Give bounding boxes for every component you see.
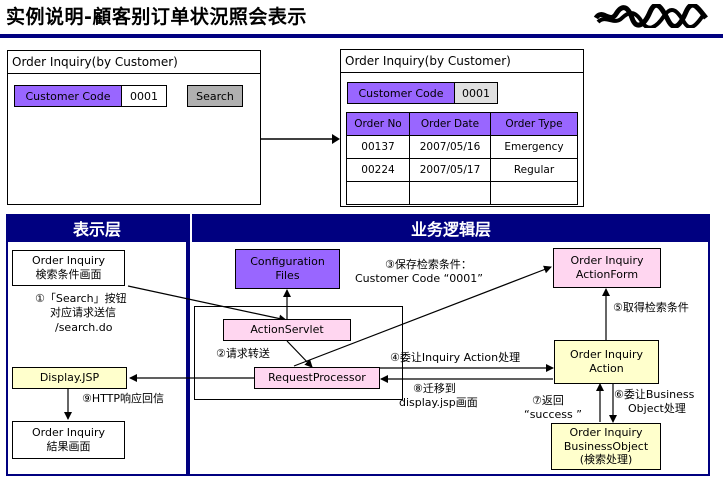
column-header: Order No [346,112,410,136]
search-screen-node: Order Inquiry 検索条件画面 [12,250,125,286]
node-line: Configuration [250,255,325,269]
label-line: “success ” [524,408,582,422]
node-line: ActionServlet [250,323,324,337]
controller-boundary [194,306,403,400]
node-line: 検索条件画面 [35,268,102,281]
redacted-scribble [593,4,708,28]
orders-table: Order No Order Date Order Type 00137 200… [346,112,578,205]
table-cell: 00137 [346,135,410,159]
screen-title: Order Inquiry(by Customer) [341,50,583,73]
table-row: 00137 2007/05/16 Emergency [346,135,578,159]
node-line: Action [589,362,624,375]
page-title: 实例说明-顧客别订单状況照会表示 [6,6,307,28]
node-line: RequestProcessor [268,371,366,385]
screen-title: Order Inquiry(by Customer) [8,51,260,74]
node-line: BusinessObject [563,439,649,453]
node-line: Files [275,269,300,282]
label-line: display.jsp画面 [399,396,478,410]
label-line: Customer Code “0001” [355,272,483,286]
step-7-label: ⑦返回 “success ” [524,394,582,423]
screen-transition-arrow [260,134,340,144]
step-3-label: ③保存检索条件： Customer Code “0001” [355,258,483,287]
node-line: Order Inquiry [31,426,105,440]
search-screen-mockup: Order Inquiry(by Customer) Customer Code… [7,50,261,205]
label-line: ③保存检索条件： [385,258,472,271]
column-header: Order Type [490,112,578,136]
request-processor-node: RequestProcessor [254,367,380,389]
node-line: Order Inquiry [569,348,643,362]
column-header: Order Date [409,112,491,136]
table-cell: Regular [490,158,578,182]
step-9-label: ⑨HTTP响应回信 [82,392,165,405]
customer-code-field: 0001 [454,82,498,104]
table-cell [490,181,578,205]
label-line: ⑧迁移到 [413,382,456,395]
label-line: /search.do [55,320,113,334]
step-2-label: ②请求转送 [216,347,270,360]
business-object-node: Order Inquiry BusinessObject (検索处理) [551,423,661,470]
table-cell: 2007/05/16 [409,135,491,159]
step-4-label: ④委让Inquiry Action处理 [390,351,521,364]
node-line: Display.JSP [39,371,100,385]
table-row: 00224 2007/05/17 Regular [346,158,578,182]
action-node: Order Inquiry Action [554,340,659,384]
display-jsp-node: Display.JSP [12,367,127,389]
table-cell [346,181,410,205]
action-servlet-node: ActionServlet [223,319,351,341]
label-line: ⑦返回 [532,394,564,407]
result-screen-node: Order Inquiry 結果画面 [12,421,125,459]
step-8-label: ⑧迁移到 display.jsp画面 [399,382,478,411]
table-cell [409,181,491,205]
step-1-label: ①「Search」按钮 对应请求送信 /search.do [35,292,127,335]
table-header-row: Order No Order Date Order Type [346,112,578,136]
label-line: Object处理 [628,402,686,416]
label-line: ①「Search」按钮 [35,292,127,305]
node-line: 結果画面 [46,440,91,453]
action-form-node: Order Inquiry ActionForm [553,248,661,288]
search-button[interactable]: Search [187,85,243,107]
label-line: ⑥委让Business [614,388,695,401]
customer-code-field[interactable]: 0001 [121,85,167,107]
step-5-label: ⑤取得检索条件 [613,301,689,314]
presentation-layer-header: 表示层 [6,214,188,242]
configuration-files-node: Configuration Files [235,249,340,289]
node-line: ActionForm [575,268,639,281]
label-line: 对应请求送信 [50,306,116,320]
customer-code-label: Customer Code [347,82,455,104]
node-line: Order Inquiry [569,425,643,439]
table-row-empty [346,181,578,205]
title-underline [0,34,723,38]
node-line: Order Inquiry [570,254,644,268]
result-screen-mockup: Order Inquiry(by Customer) Customer Code… [340,49,584,207]
node-line: Order Inquiry [31,254,105,268]
node-line: (検索处理) [579,453,633,467]
step-6-label: ⑥委让Business Object处理 [614,388,694,417]
business-layer-header: 业务逻辑层 [190,214,710,242]
